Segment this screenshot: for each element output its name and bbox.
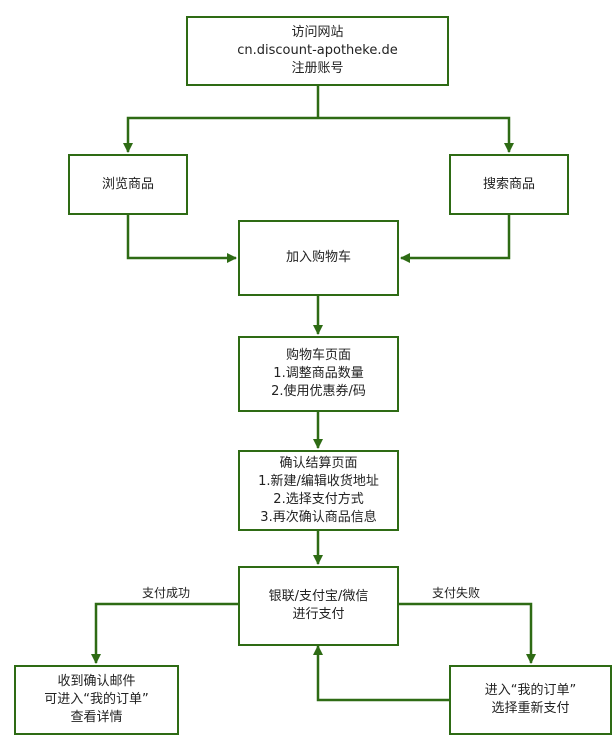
node-text-line: 银联/支付宝/微信: [268, 589, 369, 604]
node-text-line: 确认结算页面: [279, 455, 358, 471]
edge-browse-to-cart: [126, 215, 237, 263]
node-text-line: 浏览商品: [101, 176, 154, 192]
edge-search-to-cart: [400, 215, 511, 263]
node-search-products: 搜索商品: [449, 154, 569, 215]
edge-visit-to-search: [318, 116, 514, 153]
node-add-to-cart: 加入购物车: [238, 220, 399, 296]
edge-visit-to-browse: [123, 116, 318, 153]
edge-payment-to-success: [91, 602, 238, 664]
edge-retry-to-payment: [313, 645, 449, 702]
node-cart-page: 购物车页面 1.调整商品数量 2.使用优惠券/码: [238, 336, 399, 412]
label-payment-failure: 支付失败: [432, 586, 481, 600]
node-text-line: cn.discount-apotheke.de: [237, 43, 398, 58]
node-text-line: 收到确认邮件: [57, 674, 136, 689]
node-text-line: 2.选择支付方式: [273, 491, 364, 507]
label-payment-success: 支付成功: [142, 586, 191, 600]
node-text-line: 进入“我的订单”: [484, 683, 577, 698]
node-text-line: 加入购物车: [285, 250, 351, 265]
node-text-line: 可进入“我的订单”: [44, 692, 149, 707]
node-text-line: 2.使用优惠券/码: [271, 384, 366, 399]
node-browse-products: 浏览商品: [68, 154, 188, 215]
node-checkout-page: 确认结算页面 1.新建/编辑收货地址 2.选择支付方式 3.再次确认商品信息: [238, 450, 399, 531]
node-text-line: 选择重新支付: [491, 701, 570, 716]
node-visit-site: 访问网站 cn.discount-apotheke.de 注册账号: [186, 16, 449, 86]
node-text-line: 进行支付: [292, 607, 345, 622]
node-text-line: 3.再次确认商品信息: [260, 509, 377, 525]
node-confirmation-email: 收到确认邮件可进入“我的订单” 查看详情: [14, 665, 179, 735]
node-text-line: 注册账号: [291, 61, 344, 76]
node-text-line: 查看详情: [70, 710, 123, 725]
node-text-line: 1.调整商品数量: [273, 366, 364, 381]
node-text-line: 访问网站: [291, 25, 344, 40]
edge-payment-to-failure: [398, 602, 536, 664]
node-text-line: 购物车页面: [285, 348, 351, 363]
node-text-line: 搜索商品: [482, 176, 535, 192]
node-text-line: 1.新建/编辑收货地址: [258, 473, 379, 489]
node-payment: 银联/支付宝/微信进行支付: [238, 566, 399, 646]
node-my-orders-retry: 进入“我的订单” 选择重新支付: [449, 665, 612, 735]
